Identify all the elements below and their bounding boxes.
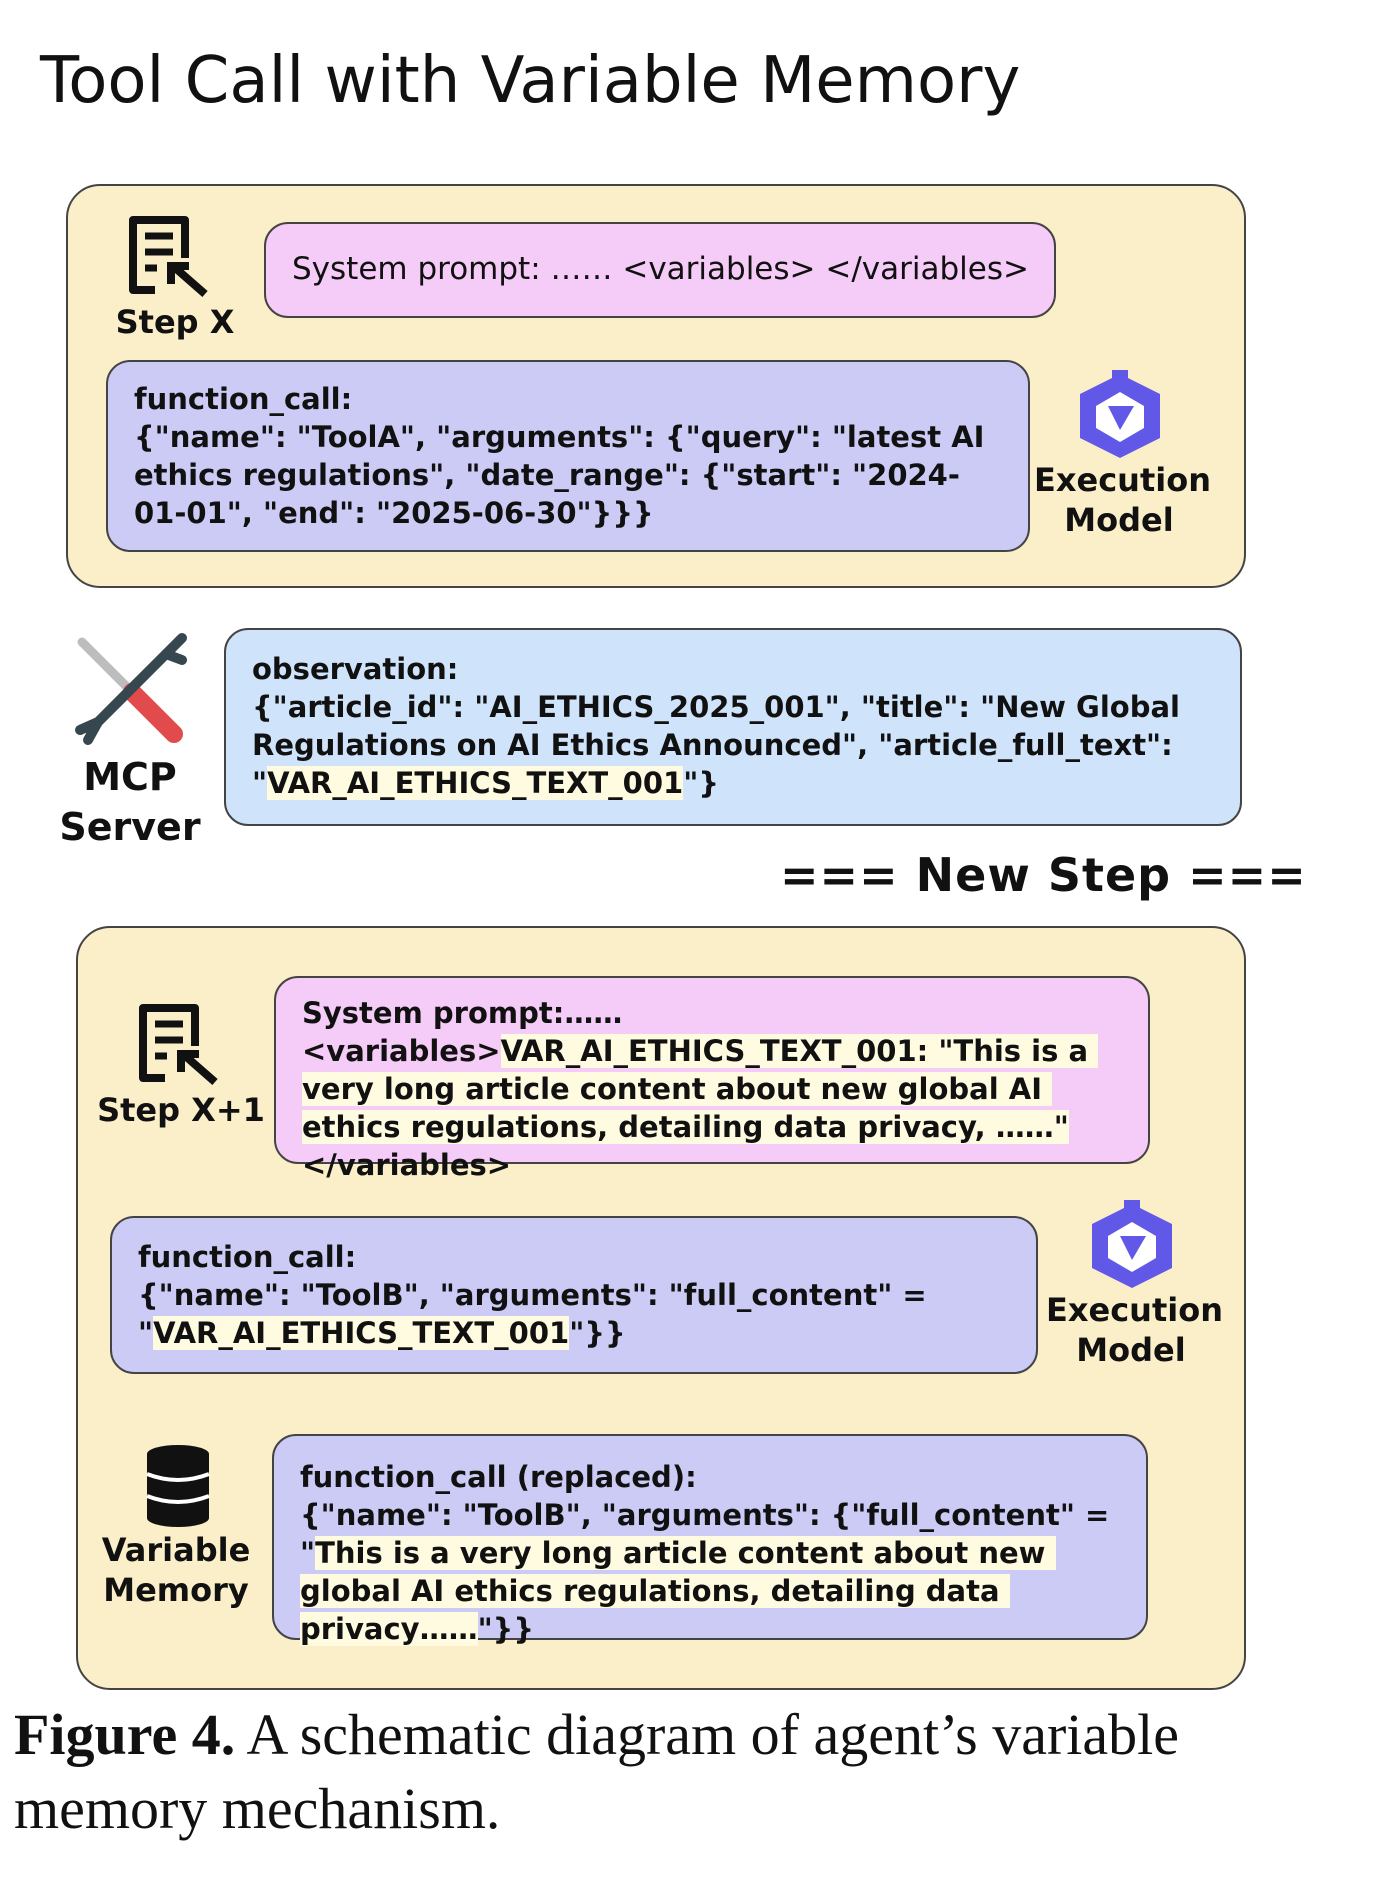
variable-reference: VAR_AI_ETHICS_TEXT_001	[267, 766, 684, 800]
system-prompt-text: System prompt:…… <variables>VAR_AI_ETHIC…	[302, 996, 1099, 1182]
diagram-title: Tool Call with Variable Memory	[40, 44, 1021, 118]
database-icon	[146, 1445, 210, 1527]
replaced-call-text: function_call (replaced): {"name": "Tool…	[300, 1460, 1120, 1646]
function-call-text: function_call: {"name": "ToolA", "argume…	[134, 380, 994, 532]
function-call-body: {"name": "ToolA", "arguments": {"query":…	[134, 420, 995, 530]
caption-label: Figure 4.	[14, 1702, 236, 1767]
step-x1-label: Step X+1	[97, 1091, 265, 1129]
figure-caption: Figure 4. A schematic diagram of agent’s…	[14, 1698, 1384, 1846]
execution-model-icon	[1080, 370, 1160, 458]
observation-box: observation: {"article_id": "AI_ETHICS_2…	[224, 628, 1242, 826]
replaced-call-box: function_call (replaced): {"name": "Tool…	[272, 1434, 1148, 1646]
function-call-box: function_call: {"name": "ToolA", "argume…	[106, 360, 1030, 552]
function-call-text: function_call: {"name": "ToolB", "argume…	[138, 1240, 937, 1350]
substituted-value: This is a very long article content abou…	[300, 1536, 1056, 1646]
system-prompt-box: System prompt:…… <variables>VAR_AI_ETHIC…	[274, 976, 1150, 1182]
new-step-divider: === New Step ===	[780, 848, 1307, 902]
step-document-icon	[139, 1004, 218, 1086]
function-call-box: function_call: {"name": "ToolB", "argume…	[110, 1216, 1038, 1374]
function-call-head: function_call:	[134, 382, 353, 416]
system-prompt-box: System prompt: …… <variables> </variable…	[264, 222, 1056, 318]
step-x-label: Step X	[115, 303, 235, 341]
execution-model-icon	[1092, 1200, 1172, 1288]
system-prompt-text: System prompt: …… <variables> </variable…	[292, 251, 1029, 287]
variable-reference: VAR_AI_ETHICS_TEXT_001	[153, 1316, 570, 1350]
step-document-icon	[129, 216, 208, 298]
caption-text: A schematic diagram of agent’s variable …	[14, 1702, 1180, 1841]
tools-icon	[75, 633, 187, 745]
observation-text: observation: {"article_id": "AI_ETHICS_2…	[252, 652, 1191, 800]
